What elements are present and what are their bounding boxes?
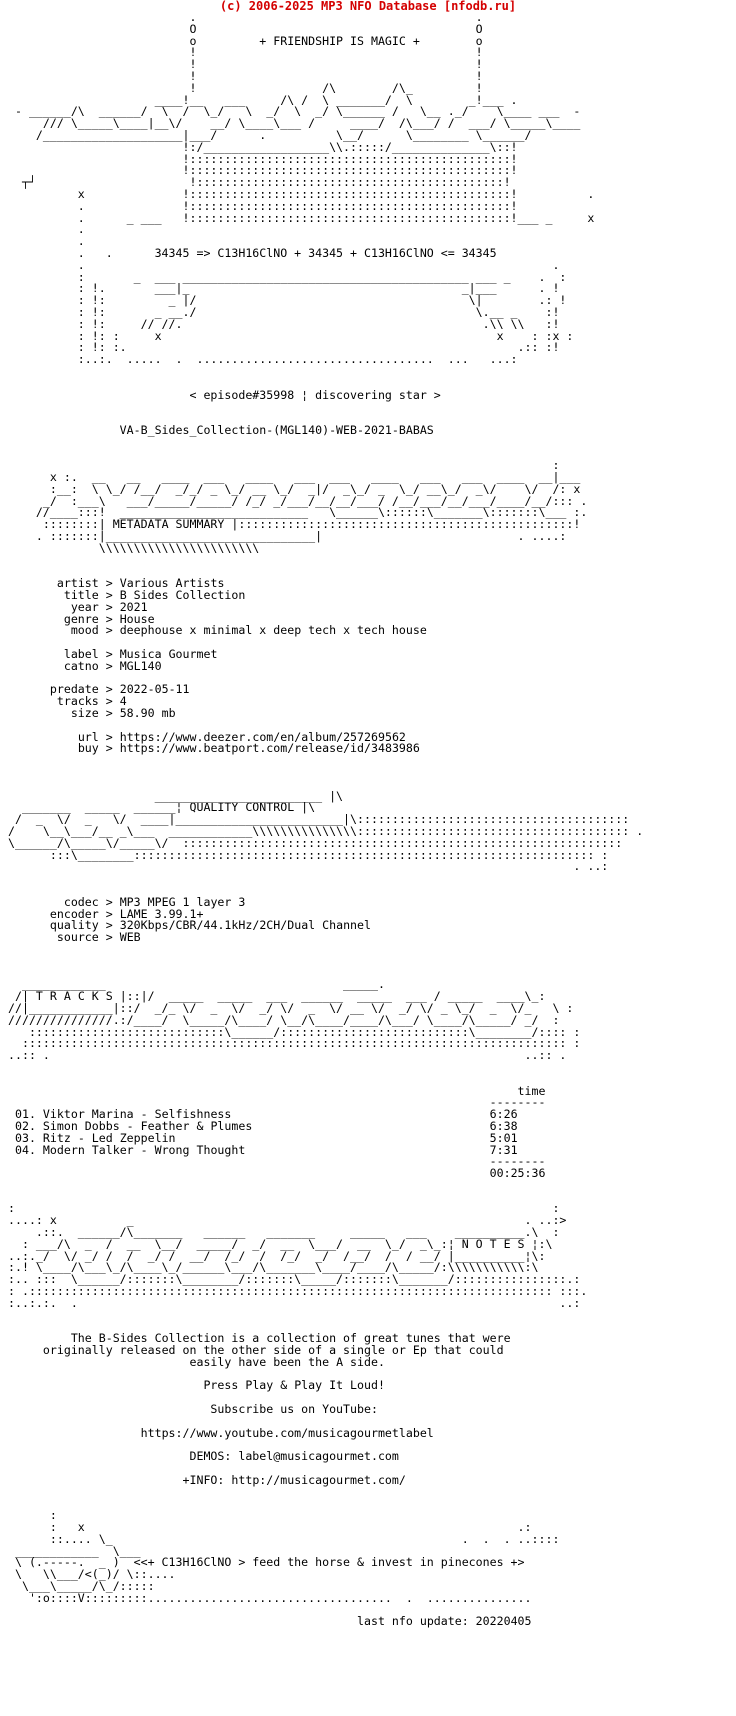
notes-line: Subscribe us on YouTube: [210, 1402, 378, 1417]
track-row: 01. Viktor Marina - Selfishness 6:26 [14, 1107, 518, 1122]
notes-line: DEMOS: label@musicagourmet.com [8, 1449, 399, 1464]
notes-paragraph-line: originally released on the other side of… [42, 1343, 504, 1358]
metadata-row: tracks > 4 [56, 694, 127, 709]
tracks-time-rule: -------- [489, 1095, 546, 1110]
site-header: (c) 2006-2025 MP3 NFO Database [nfodb.ru… [219, 0, 517, 13]
notes-line: Press Play & Play It Loud! [203, 1378, 385, 1393]
metadata-row: url > https://www.deezer.com/en/album/25… [77, 729, 406, 744]
tracks-banner-title: T R A C K S [28, 989, 120, 1004]
track-row: 04. Modern Talker - Wrong Thought 7:31 [14, 1142, 518, 1157]
info-link[interactable]: +INFO: http://musicagourmet.com/ [182, 1472, 406, 1487]
notes-line: https://www.youtube.com/musicagourmetlab… [8, 1426, 434, 1440]
metadata-banner-tail: |:::::::::::::::::::::::::::::::::::::::… [35, 517, 581, 555]
tracks-time-header: time [517, 1083, 546, 1098]
art-mid-frame: . . : _ ___ ____________________________… [77, 257, 574, 367]
notes-paragraph-line: easily have been the A side. [189, 1354, 385, 1369]
quality-banner-title: QUALITY CONTROL [189, 800, 295, 815]
metadata-row: mood > deephouse x minimal x deep tech x… [70, 623, 427, 638]
metadata-row: size > 58.90 mb [70, 706, 176, 721]
footer-art-tail: \ \\___/<(_)/ \::.... \___\_____/\_/::::… [14, 1567, 532, 1605]
tracks-total: 00:25:36 [489, 1166, 546, 1181]
track-row: 03. Ritz - Led Zeppelin 5:01 [14, 1130, 518, 1145]
metadata-row: label > Musica Gourmet [63, 647, 218, 662]
metadata-row: title > B Sides Collection [63, 588, 246, 603]
art-top-banner: . . O O o + FRIENDSHIP IS MAGIC + o [14, 12, 595, 249]
track-title: Simon Dobbs - Feather & Plumes [42, 1118, 253, 1133]
tracks-banner-tail: |::|/ _____ _____ ___ ______ _____ ___ /… [8, 989, 581, 1063]
quality-banner-art: ________________________ |\ _______ ____… [21, 788, 344, 815]
quality-banner-tail: |\ / _ \/ _ \/ ____|____________________… [8, 800, 644, 874]
demos-email-link[interactable]: DEMOS: label@musicagourmet.com [189, 1449, 399, 1464]
metadata-row: genre > House [63, 611, 155, 626]
notes-line: +INFO: http://musicagourmet.com/ [8, 1473, 406, 1487]
track-title: Viktor Marina - Selfishness [42, 1107, 232, 1122]
track-time: 6:26 [489, 1107, 518, 1122]
release-name: VA-B_Sides_Collection-(MGL140)-WEB-2021-… [8, 422, 434, 437]
track-time: 6:38 [489, 1118, 518, 1133]
metadata-row: catno > MGL140 [63, 658, 162, 673]
youtube-link[interactable]: https://www.youtube.com/musicagourmetlab… [140, 1425, 434, 1440]
metadata-banner-art: : x :. __ __ ____ ___ ____ ___ ___ ____ … [35, 458, 588, 532]
quality-row: quality > 320Kbps/CBR/44.1kHz/2CH/Dual C… [49, 918, 371, 933]
metadata-row: year > 2021 [70, 599, 148, 614]
quality-row: source > WEB [56, 930, 141, 945]
quality-row: encoder > LAME 3.99.1+ [49, 906, 204, 921]
quality-row: codec > MP3 MPEG 1 layer 3 [63, 894, 246, 909]
metadata-banner-title: METADATA SUMMARY [112, 517, 225, 532]
notes-banner-tail: ¦:\ ..:._/ \/ _/ / / _/ / __/ /_/ / /_/ … [8, 1236, 588, 1310]
deezer-link[interactable]: https://www.deezer.com/en/album/25726956… [119, 729, 406, 744]
track-title: Modern Talker - Wrong Thought [42, 1142, 246, 1157]
track-time: 5:01 [489, 1130, 518, 1145]
notes-banner-art: : : ....: x _ . ..:> .::. ______/\______… [8, 1201, 567, 1251]
footer-tagline: <<+ C13H16ClNO > feed the horse & invest… [133, 1555, 525, 1570]
last-update-line: last nfo update: 20220405 [357, 1614, 532, 1629]
metadata-row: predate > 2022-05-11 [49, 682, 190, 697]
track-time: 7:31 [489, 1142, 518, 1157]
footer-art: : : x .: ::.... \_ . . . ..:::: ________… [14, 1508, 560, 1570]
formula-line: . . 34345 => C13H16ClNO + 34345 + C13H16… [8, 245, 497, 260]
track-row: 02. Simon Dobbs - Feather & Plumes 6:38 [14, 1118, 518, 1133]
track-title: Ritz - Led Zeppelin [42, 1130, 176, 1145]
tracks-banner-art: ____________ _____. /| [14, 977, 385, 1004]
notes-paragraph-line: The B-Sides Collection is a collection o… [70, 1331, 511, 1346]
metadata-row: buy > https://www.beatport.com/release/i… [77, 741, 420, 756]
notes-banner-title: N O T E S [454, 1236, 532, 1251]
tracks-total-rule: -------- [489, 1154, 546, 1169]
nfo-document: . . O O o + FRIENDSHIP IS MAGIC + o [8, 12, 728, 1628]
beatport-link[interactable]: https://www.beatport.com/release/id/3483… [119, 741, 420, 756]
episode-line: < episode#35998 ¦ discovering star > [8, 387, 441, 402]
metadata-row: artist > Various Artists [56, 576, 225, 591]
